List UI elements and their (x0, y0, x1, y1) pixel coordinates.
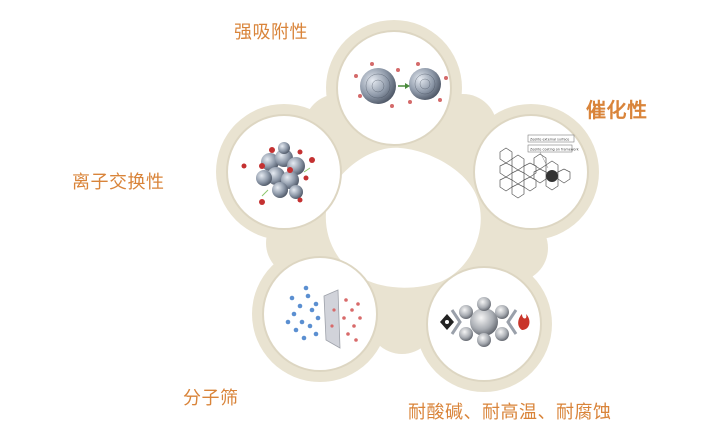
label-adsorption: 强吸附性 (234, 22, 308, 43)
callout-outer-surface: Zeolite external surface (530, 138, 569, 142)
circle-molecular-sieve (262, 256, 378, 372)
ion-exchange-cluster-icon (241, 142, 315, 205)
circle-catalysis (473, 114, 589, 230)
callout-coating-line: Zeolite coating on framework (530, 148, 579, 152)
label-catalysis: 催化性 (586, 98, 648, 122)
label-ion-exchange: 离子交换性 (72, 172, 165, 193)
zeolite-adsorption-spheres-icon (354, 62, 448, 108)
molecular-sieve-membrane-icon (285, 285, 362, 349)
zeolite-framework-catalysis-icon (499, 134, 575, 199)
label-molecular-sieve: 分子筛 (183, 388, 239, 409)
label-resistance: 耐酸碱、耐高温、耐腐蚀 (408, 402, 612, 423)
heat-acid-resistance-icon (440, 297, 530, 347)
